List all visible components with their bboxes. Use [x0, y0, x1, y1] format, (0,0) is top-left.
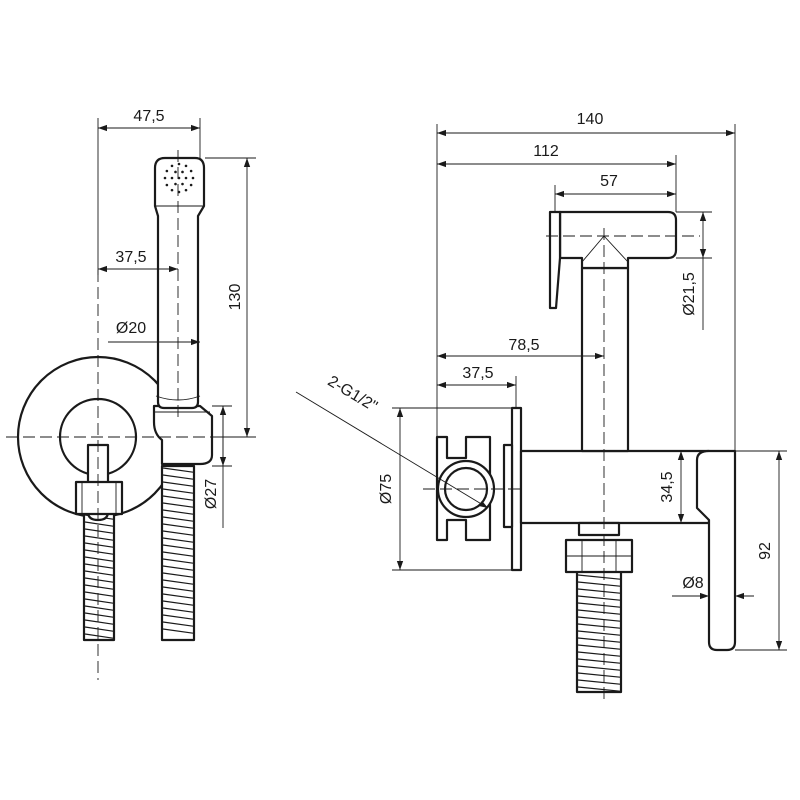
dim-left-width-top: 47,5 — [133, 108, 164, 125]
left-view: 47,5 37,5 Ø20 130 Ø27 — [6, 108, 256, 680]
spray-hole — [177, 162, 181, 166]
thread-label: 2-G1/2" — [325, 373, 381, 416]
dim-handle-diameter: Ø8 — [682, 575, 703, 592]
right-view: 140 112 57 Ø21,5 78,5 37,5 2-G1/2" Ø75 3 — [295, 111, 787, 700]
dim-right-offset-1: 78,5 — [508, 337, 539, 354]
left-hand-shower — [153, 156, 206, 410]
dim-body-height: 34,5 — [659, 471, 676, 502]
dim-right-width-3: 57 — [600, 173, 618, 190]
dim-right-offset-2: 37,5 — [462, 365, 493, 382]
spray-hole — [165, 169, 169, 173]
spray-hole — [174, 170, 177, 174]
spray-hole — [184, 188, 188, 192]
right-trigger-lever — [548, 210, 562, 310]
left-hose-1 — [82, 498, 116, 642]
dim-flange-diameter: Ø75 — [378, 474, 395, 504]
right-hose — [575, 558, 623, 694]
dim-right-total-width: 140 — [577, 111, 604, 128]
right-shower-stem — [580, 266, 630, 453]
right-fitting — [577, 521, 621, 537]
spray-hole — [181, 182, 184, 186]
left-hose-2 — [160, 464, 196, 642]
dim-left-diameter-head: Ø20 — [116, 320, 146, 337]
right-box-plate — [502, 443, 514, 529]
right-shower-head — [558, 210, 678, 270]
spray-hole — [174, 182, 177, 186]
left-holder-bracket — [152, 404, 214, 466]
spray-hole — [184, 176, 188, 180]
spray-hole — [170, 164, 174, 168]
left-hose-nut — [74, 480, 124, 516]
spray-hole — [189, 169, 193, 173]
spray-hole — [191, 176, 195, 180]
dim-left-offset: 37,5 — [115, 249, 146, 266]
dim-total-height: 92 — [757, 542, 774, 560]
dim-left-diameter-hose: Ø27 — [203, 479, 220, 509]
spray-hole — [170, 176, 174, 180]
dim-left-height: 130 — [227, 284, 244, 311]
spray-hole — [163, 176, 167, 180]
spray-hole — [165, 183, 169, 187]
spray-hole — [170, 188, 174, 192]
spray-hole — [189, 183, 193, 187]
right-handle — [695, 449, 737, 652]
dim-right-diameter-head: Ø21,5 — [681, 272, 698, 316]
spray-hole — [184, 164, 188, 168]
spray-hole — [181, 170, 184, 174]
dim-right-width-2: 112 — [533, 143, 559, 160]
